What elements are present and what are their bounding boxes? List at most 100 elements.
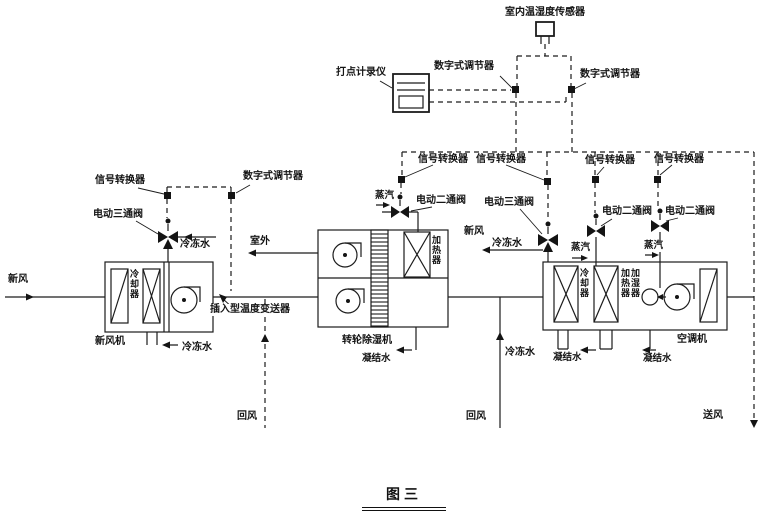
arrow-condensate-right-2 [642, 346, 650, 354]
valve-stems [167, 200, 661, 234]
fresh-air-unit-box [104, 261, 214, 333]
rotary-wheel-icon [370, 229, 389, 328]
signal-converter-node-2 [398, 176, 405, 183]
digital-regulator-node-1 [512, 86, 519, 93]
cooler-left-vlabel: 冷却器 [128, 269, 138, 299]
digital-regulator-label-2: 数字式调节器 [580, 69, 640, 80]
two-way-valve-right-1 [587, 225, 605, 237]
figure-caption: 图三 [362, 484, 446, 511]
arrow-steam-mid [383, 202, 390, 208]
pipes-ahu-steam-chilled [547, 232, 661, 288]
arrow-supply-air [750, 420, 758, 428]
signal-converter-to-valves [400, 183, 659, 221]
chilled-water-label-right-bottom: 冷冻水 [504, 347, 536, 359]
humidifier-icon [641, 288, 666, 306]
signal-converter-label-1: 信号转换器 [95, 175, 145, 186]
signal-recorder-links [429, 89, 567, 103]
valve-label-two-way-mid: 电动二通阀 [416, 195, 466, 206]
signal-converter-label-4: 信号转换器 [585, 155, 635, 166]
valve-label-three-way-right: 电动三通阀 [484, 197, 534, 208]
signal-bus [402, 93, 755, 422]
cooling-coil-right-icon [553, 265, 579, 323]
fan-left-icon [170, 286, 201, 314]
signal-converter-node-1 [164, 192, 171, 199]
unit-label-ahu: 空调机 [677, 334, 707, 345]
outdoor-label: 室外 [250, 236, 270, 247]
signal-converter-label-2: 信号转换器 [418, 154, 468, 165]
arrow-chilled-left-bottom [162, 341, 170, 349]
fan-ahu-icon [663, 283, 695, 311]
arrow-fresh-air-in [26, 293, 34, 301]
arrow-condensate-right-1 [580, 346, 588, 354]
recorder-icon [392, 73, 430, 113]
two-way-valve-mid [391, 206, 409, 218]
cooler-right-vlabel: 冷却器 [578, 268, 588, 298]
fresh-air-label-mid: 新风 [464, 226, 484, 237]
filter-right-icon [699, 268, 718, 323]
unit-label-dehumidifier: 转轮除湿机 [342, 335, 392, 346]
arrow-condensate-mid [396, 346, 404, 354]
valve-actuator-right-2 [657, 208, 663, 214]
recorder-label: 打点计录仪 [336, 67, 386, 78]
chilled-water-label-right-top: 冷冻水 [492, 238, 522, 249]
steam-label-right-2: 蒸汽 [643, 240, 665, 252]
digital-regulator-node-2 [568, 86, 575, 93]
condensate-label-right-2: 凝结水 [643, 353, 672, 364]
chilled-water-label-left-bottom: 冷冻水 [182, 342, 212, 353]
valve-label-two-way-right-1: 电动二通阀 [602, 206, 652, 217]
heating-coil-right-icon [593, 265, 619, 323]
pipes-ahu-drains [557, 330, 651, 350]
return-air-label-right: 回风 [466, 411, 486, 422]
valve-actuator-left [165, 218, 171, 224]
signal-converter-label-5: 信号转换器 [654, 154, 704, 165]
digital-regulator-node-3 [228, 192, 235, 199]
condensate-label-mid: 凝结水 [362, 353, 391, 364]
steam-label-mid: 蒸汽 [374, 190, 396, 202]
valve-actuator-mid [397, 194, 403, 200]
fan-regen-icon [332, 242, 362, 268]
heater-right-vlabel: 加热器 [619, 268, 629, 298]
signal-bus-drops [401, 152, 659, 178]
valve-label-three-way-left: 电动三通阀 [93, 209, 143, 220]
signal-converter-node-3 [544, 178, 551, 185]
signal-sensor-to-regulators [516, 44, 572, 86]
fan-process-icon [335, 288, 365, 314]
arrow-chilled-return-right [482, 246, 490, 254]
humidifier-right-vlabel: 加湿器 [629, 268, 639, 298]
fresh-air-label-in: 新风 [8, 274, 28, 285]
label-pointer-lines [135, 75, 679, 235]
arrow-outdoor [248, 249, 256, 257]
arrow-chilled-left-top [184, 233, 192, 241]
pipes-fresh-air-unit-chilled-water [146, 236, 216, 346]
supply-air-label: 送风 [703, 410, 723, 421]
room-sensor-label: 室内温湿度传感器 [505, 7, 585, 18]
valve-actuator-3way-right [545, 221, 551, 227]
cooling-coil-left-icon [142, 268, 161, 324]
digital-regulator-label-3: 数字式调节器 [243, 171, 303, 182]
steam-label-right-1: 蒸汽 [570, 242, 592, 254]
signal-converter-node-5 [654, 176, 661, 183]
arrow-steam-right-1 [581, 255, 588, 261]
heater-coil-mid-icon [403, 231, 431, 278]
signal-converter-label-3: 信号转换器 [476, 154, 526, 165]
arrow-steam-right-2 [652, 252, 659, 258]
valve-actuator-right-1 [593, 213, 599, 219]
valve-label-two-way-right-2: 电动二通阀 [665, 206, 715, 217]
unit-label-fresh-air: 新风机 [95, 336, 125, 347]
insert-transmitter-label: 插入型温度变送器 [209, 304, 291, 316]
chilled-water-label-left-top: 冷冻水 [180, 239, 210, 250]
two-way-valve-right-2 [651, 220, 669, 232]
arrow-return-air-right [496, 332, 504, 340]
three-way-valve-left [158, 231, 178, 249]
signal-left-loop [166, 186, 232, 291]
condensate-label-right-1: 凝结水 [553, 352, 582, 363]
three-way-valve-right [538, 234, 558, 252]
return-air-label-left: 回风 [237, 411, 257, 422]
filter-left-icon [110, 268, 129, 324]
fresh-air-unit-partition [163, 262, 170, 332]
room-sensor-icon [535, 21, 555, 44]
pipes-dehumidifier-steam-condensate [382, 211, 419, 351]
heater-mid-vlabel: 加热器 [430, 235, 440, 265]
